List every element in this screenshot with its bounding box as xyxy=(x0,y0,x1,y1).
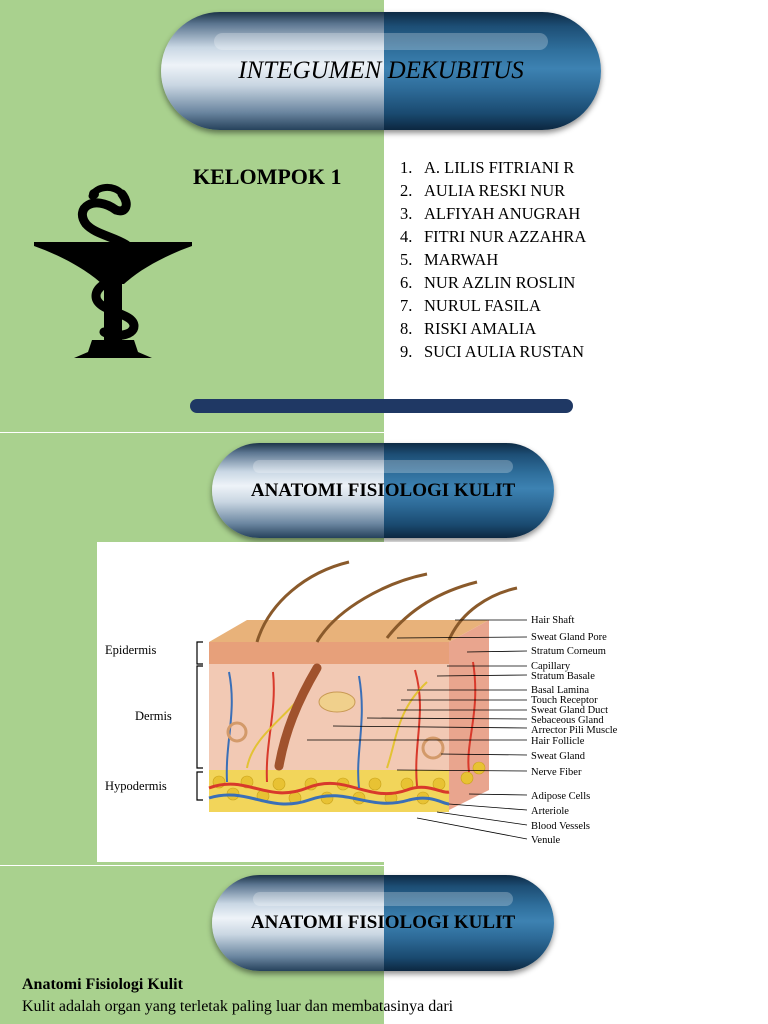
diagram-label: Basal Lamina xyxy=(531,685,589,696)
diagram-label: Adipose Cells xyxy=(531,791,590,802)
section-body-text: Kulit adalah organ yang terletak paling … xyxy=(22,998,454,1015)
list-item: 3.ALFIYAH ANUGRAH xyxy=(400,204,581,223)
skin-anatomy-diagram: Epidermis Dermis Hypodermis Hair Shaft S… xyxy=(97,542,655,862)
page-title: INTEGUMEN DEKUBITUS xyxy=(238,57,524,84)
list-item: 4.FITRI NUR AZZAHRA xyxy=(400,227,587,246)
list-item: 6.NUR AZLIN ROSLIN xyxy=(400,273,576,292)
list-item: 8.RISKI AMALIA xyxy=(400,319,537,338)
diagram-label: Arteriole xyxy=(531,806,569,817)
diagram-label: Sebaceous Gland xyxy=(531,715,604,726)
list-item: 7.NURUL FASILA xyxy=(400,296,541,315)
diagram-label: Stratum Corneum xyxy=(531,646,606,657)
diagram-label: Sweat Gland xyxy=(531,751,586,762)
divider-bar xyxy=(190,399,573,413)
diagram-label: Blood Vessels xyxy=(531,821,590,832)
title-capsule: INTEGUMEN DEKUBITUS xyxy=(161,12,601,130)
diagram-label: Arrector Pili Muscle xyxy=(531,725,618,736)
section-heading: Anatomi Fisiologi Kulit xyxy=(22,976,183,993)
section-capsule: ANATOMI FISIOLOGI KULIT xyxy=(212,443,554,538)
diagram-label: Touch Receptor xyxy=(531,695,598,706)
section-capsule: ANATOMI FISIOLOGI KULIT xyxy=(212,875,554,971)
list-item: 9.SUCI AULIA RUSTAN xyxy=(400,342,585,361)
list-item: 1.A. LILIS FITRIANI R xyxy=(400,158,575,177)
group-label: KELOMPOK 1 xyxy=(193,164,342,189)
page-separator xyxy=(0,865,768,866)
section-title: ANATOMI FISIOLOGI KULIT xyxy=(250,912,516,933)
layer-label: Dermis xyxy=(135,709,172,723)
diagram-label: Capillary xyxy=(531,661,571,672)
list-item: 2.AULIA RESKI NUR xyxy=(400,181,566,200)
page-separator xyxy=(0,432,768,433)
diagram-label: Nerve Fiber xyxy=(531,767,582,778)
section-title: ANATOMI FISIOLOGI KULIT xyxy=(250,479,516,501)
diagram-label: Sweat Gland Duct xyxy=(531,705,608,716)
member-list: 1.A. LILIS FITRIANI R 2.AULIA RESKI NUR … xyxy=(400,156,586,363)
layer-label: Hypodermis xyxy=(105,779,167,793)
diagram-label: Sweat Gland Pore xyxy=(531,632,607,643)
layer-label: Epidermis xyxy=(105,643,157,657)
diagram-label: Venule xyxy=(531,835,560,846)
list-item: 5.MARWAH xyxy=(400,250,499,269)
diagram-label: Stratum Basale xyxy=(531,671,595,682)
bowl-of-hygieia-icon xyxy=(34,184,192,358)
diagram-label: Hair Follicle xyxy=(531,736,585,747)
diagram-label: Hair Shaft xyxy=(531,615,575,626)
